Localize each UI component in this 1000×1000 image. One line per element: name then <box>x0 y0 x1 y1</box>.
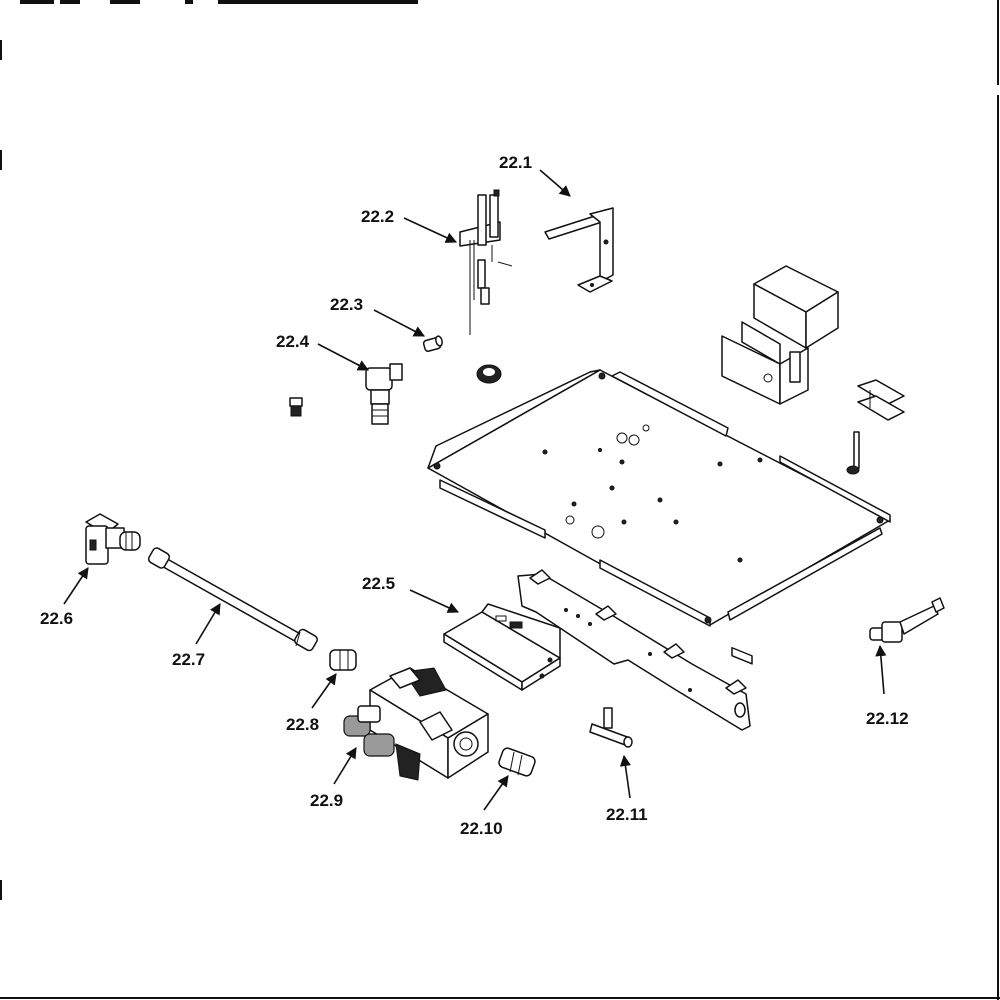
gas-valve-part <box>343 667 489 781</box>
leader-22-7 <box>195 603 221 645</box>
leader-22-5 <box>409 589 460 613</box>
plug-part <box>289 397 303 417</box>
callout-22-7: 22.7 <box>172 650 205 669</box>
callout-22-9: 22.9 <box>310 791 343 810</box>
callout-22-11: 22.11 <box>606 805 648 824</box>
bracket-box-part <box>721 321 809 665</box>
cover-box-part <box>753 265 839 349</box>
mounting-rail-part <box>517 569 751 731</box>
valve-mounting-bracket-part <box>443 603 561 691</box>
tube-nut-part <box>329 649 357 671</box>
leader-22-10 <box>483 775 509 811</box>
leader-22-9 <box>333 747 357 785</box>
pilot-orifice-part <box>422 335 443 352</box>
elbow-fitting-part <box>365 363 403 425</box>
base-plate-part <box>427 369 891 627</box>
callout-22-8: 22.8 <box>286 715 319 734</box>
callout-22-2: 22.2 <box>361 207 394 226</box>
grommet-part <box>476 364 502 384</box>
leader-lines <box>63 169 887 811</box>
igniter-part <box>869 597 945 643</box>
leader-22-3 <box>373 309 425 337</box>
callout-22-12: 22.12 <box>866 709 909 728</box>
leader-22-6 <box>63 567 89 605</box>
pilot-bracket-part <box>544 207 614 293</box>
inlet-elbow-part <box>85 513 141 565</box>
leader-22-2 <box>403 217 458 243</box>
callout-22-4: 22.4 <box>276 332 310 351</box>
leader-22-4 <box>317 343 369 371</box>
callout-22-6: 22.6 <box>40 609 73 628</box>
tee-fitting-part <box>589 707 633 748</box>
callout-22-3: 22.3 <box>330 295 363 314</box>
leader-22-12 <box>875 644 887 695</box>
clip-bracket-part <box>857 379 905 421</box>
screw-part <box>846 431 860 475</box>
cropped-header <box>20 0 418 4</box>
callout-22-10: 22.10 <box>460 819 503 838</box>
pilot-assembly-part <box>459 189 513 335</box>
callout-22-5: 22.5 <box>362 574 395 593</box>
leader-22-8 <box>311 673 337 709</box>
callout-labels: 22.1 22.2 22.3 22.4 22.5 22.6 22.7 22.8 … <box>40 153 909 838</box>
callout-22-1: 22.1 <box>499 153 532 172</box>
outlet-fitting-part <box>498 747 536 777</box>
leader-22-1 <box>539 169 571 197</box>
gas-tube-part <box>147 547 318 652</box>
leader-22-11 <box>619 754 631 799</box>
